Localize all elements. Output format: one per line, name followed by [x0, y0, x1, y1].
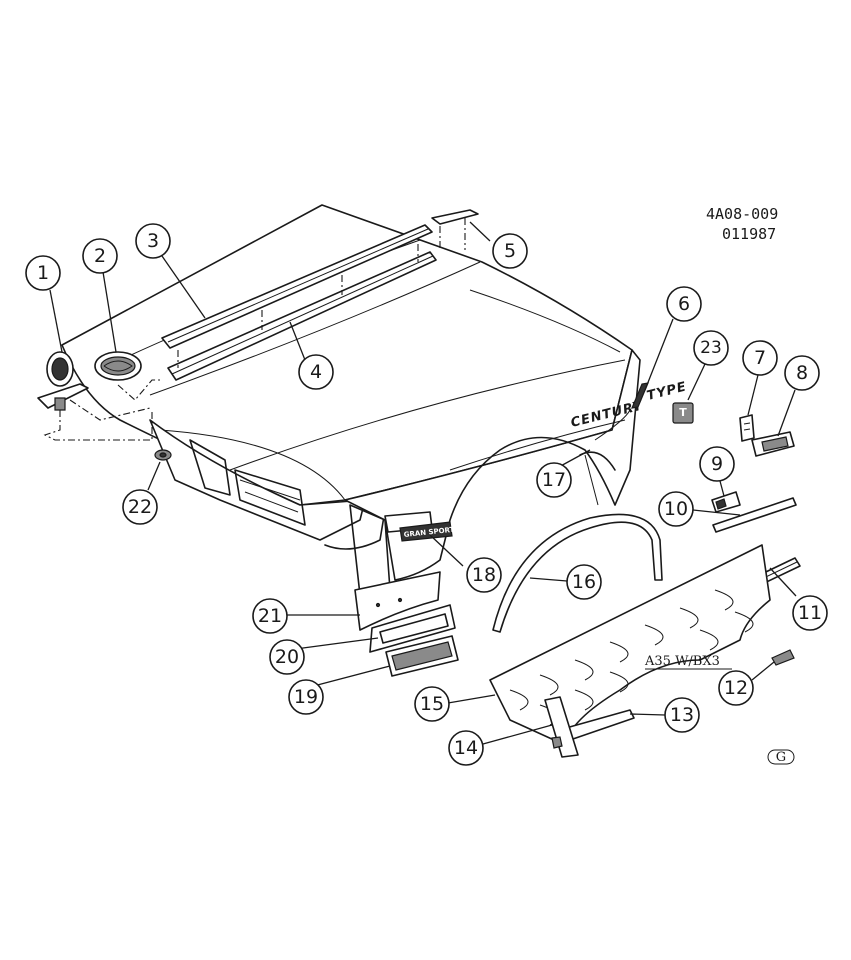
retainer-clip — [739, 414, 755, 442]
marker-lens — [385, 635, 459, 677]
end-clip — [771, 649, 795, 666]
callout-16: 16 — [566, 564, 602, 600]
callout-1: 1 — [25, 255, 61, 291]
marker-lamp — [751, 431, 795, 457]
callout-15: 15 — [414, 686, 450, 722]
corner-molding — [544, 696, 579, 758]
svg-text:14: 14 — [454, 737, 478, 759]
svg-text:15: 15 — [420, 693, 444, 715]
svg-text:1: 1 — [37, 262, 49, 284]
callout-10: 10 — [658, 491, 694, 527]
callout-4: 4 — [298, 354, 334, 390]
svg-text:12: 12 — [724, 677, 748, 699]
marker-bezel — [369, 604, 456, 653]
ornament-mount-paths — [43, 379, 160, 441]
svg-text:7: 7 — [754, 347, 766, 369]
hood-ornament — [37, 351, 89, 411]
side-molding-strip — [712, 497, 797, 533]
option-code-note: A35 W/BX3 — [644, 654, 720, 669]
callout-18: 18 — [466, 557, 502, 593]
molding-end-cap — [431, 209, 479, 250]
svg-text:20: 20 — [275, 646, 299, 668]
svg-text:4: 4 — [310, 361, 322, 383]
diagram-reference-date: 011987 — [722, 225, 776, 243]
callout-23: 23 — [693, 330, 729, 366]
callout-22: 22 — [122, 489, 158, 525]
callout-5: 5 — [492, 233, 528, 269]
callout-19: 19 — [288, 679, 324, 715]
svg-text:2: 2 — [94, 245, 106, 267]
type-script-text: TYPE — [645, 379, 688, 403]
bumper-filler-panel — [354, 571, 441, 631]
svg-text:6: 6 — [678, 293, 690, 315]
diagram-reference-code: 4A08-009 — [706, 205, 778, 223]
hood-molding-lower — [167, 251, 437, 381]
callout-6: 6 — [666, 286, 702, 322]
svg-text:19: 19 — [294, 686, 318, 708]
callout-14: 14 — [448, 730, 484, 766]
svg-text:11: 11 — [798, 602, 822, 624]
svg-text:22: 22 — [128, 496, 152, 518]
svg-text:17: 17 — [542, 469, 566, 491]
svg-text:16: 16 — [572, 571, 596, 593]
svg-text:5: 5 — [504, 240, 516, 262]
callout-21: 21 — [252, 598, 288, 634]
svg-text:8: 8 — [796, 362, 808, 384]
svg-text:18: 18 — [472, 564, 496, 586]
callout-20: 20 — [269, 639, 305, 675]
callout-8: 8 — [784, 355, 820, 391]
wheel-opening-molding — [492, 513, 663, 633]
front-body — [149, 419, 391, 596]
callout-11: 11 — [792, 595, 828, 631]
svg-text:21: 21 — [258, 605, 282, 627]
callout-7: 7 — [742, 340, 778, 376]
callout-9: 9 — [699, 446, 735, 482]
hood-grommet — [154, 449, 172, 461]
callout-2: 2 — [82, 238, 118, 274]
corner-mark-letter: G — [776, 750, 786, 765]
callout-3: 3 — [135, 223, 171, 259]
svg-text:10: 10 — [664, 498, 688, 520]
svg-text:23: 23 — [700, 338, 722, 358]
hood-molding-upper — [161, 224, 433, 349]
callout-17: 17 — [536, 462, 572, 498]
hood-emblem — [94, 351, 142, 381]
bracket — [711, 491, 741, 513]
svg-text:9: 9 — [711, 453, 723, 475]
svg-text:3: 3 — [147, 230, 159, 252]
fender-badge: GRAN SPORT — [384, 511, 455, 542]
hood-molding-clips — [177, 244, 419, 368]
svg-text:13: 13 — [670, 704, 694, 726]
callout-12: 12 — [718, 670, 754, 706]
t-badge-letter: T — [679, 406, 687, 419]
corner-mark: G — [767, 749, 795, 765]
t-badge: T — [672, 402, 694, 424]
callout-13: 13 — [664, 697, 700, 733]
